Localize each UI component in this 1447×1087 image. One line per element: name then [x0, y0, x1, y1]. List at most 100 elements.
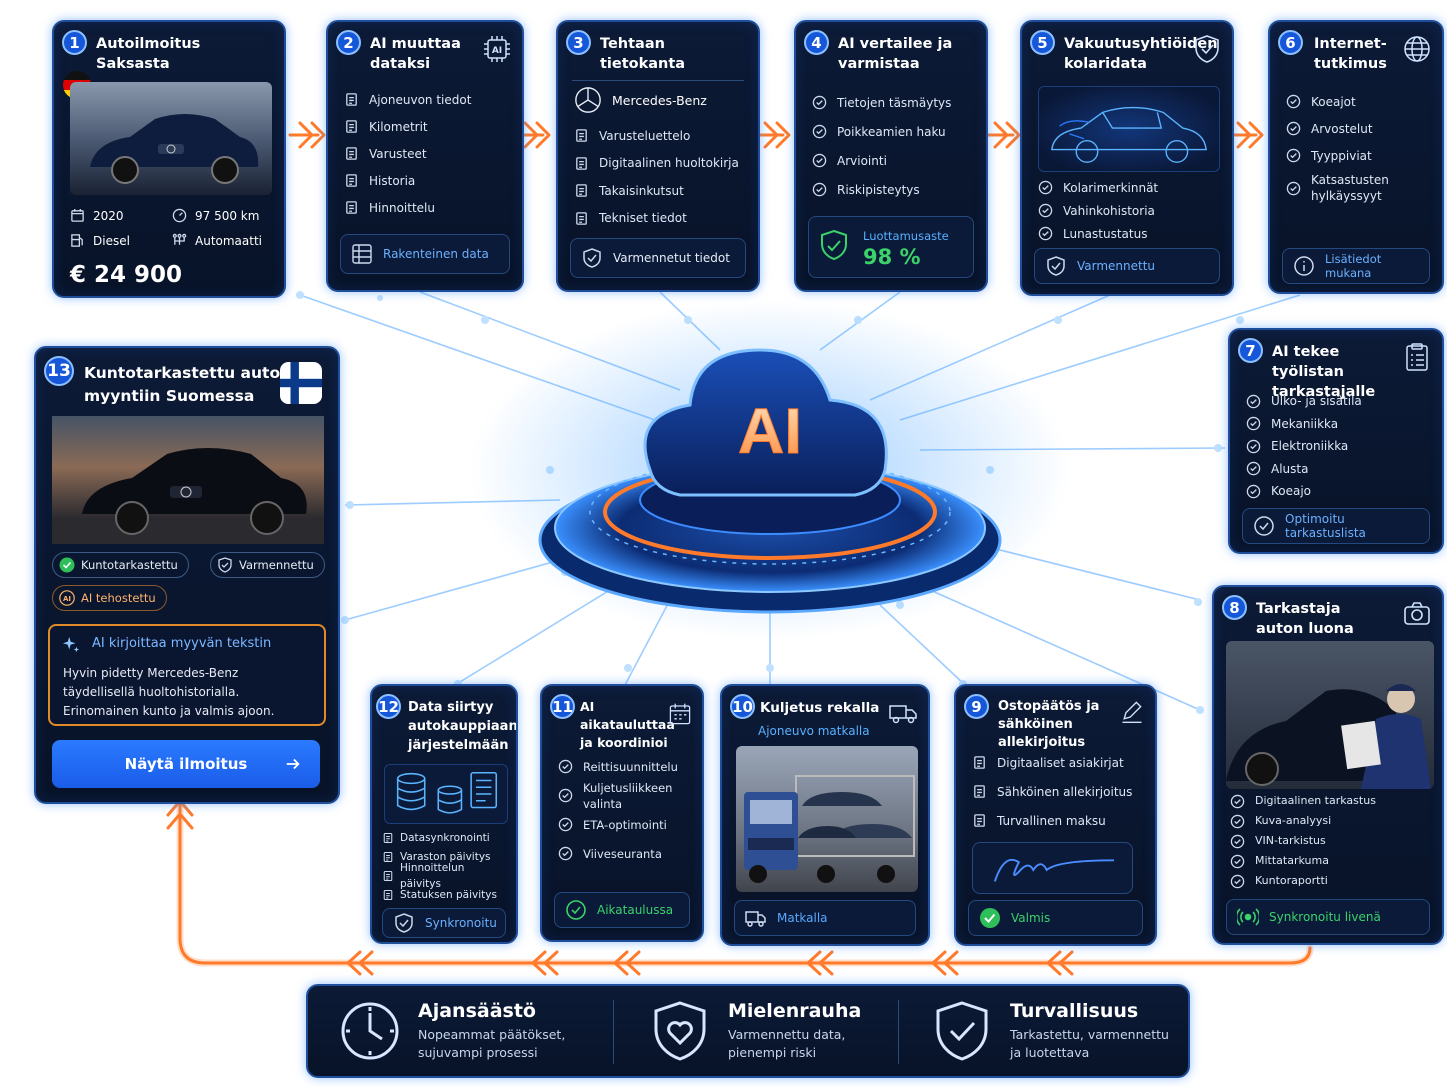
list-item-label: Digitaalinen tarkastus: [1255, 794, 1376, 807]
badge-condition-checked: Kuntotarkastettu: [52, 552, 189, 578]
list-item-label: Varusteluettelo: [599, 128, 691, 143]
list-item-label: Arvostelut: [1311, 121, 1373, 136]
step-number: 4: [804, 30, 829, 55]
sparkle-icon: [62, 636, 80, 653]
card-footer: Rakenteinen data: [340, 234, 510, 274]
step-number: 5: [1030, 30, 1055, 55]
show-listing-button[interactable]: Näytä ilmoitus: [52, 740, 320, 788]
list-item-label: Poikkeamien haku: [837, 124, 946, 139]
confidence-value: 98 %: [863, 245, 921, 269]
list-item: Hinnoittelun päivitys: [382, 862, 506, 890]
document-icon: [346, 120, 357, 133]
check-circle-icon: [566, 900, 586, 920]
arrow-right-icon: [286, 758, 300, 770]
benefit-desc: Varmennettu data, pienempi riski: [728, 1027, 846, 1060]
footer-label: Optimoitu tarkastuslista: [1285, 512, 1366, 540]
card-truck-transport: 10 Kuljetus rekalla Ajoneuvo matkalla Ma…: [720, 684, 930, 946]
ai-text-box: AI kirjoittaa myyvän tekstin Hyvin pidet…: [48, 624, 326, 726]
list-item: Ulko- ja sisätila: [1246, 390, 1432, 413]
card-footer: Varmennetut tiedot: [570, 238, 746, 278]
document-icon: [576, 156, 587, 170]
shield-check-icon: [1047, 256, 1065, 276]
list-item-label: Kuljetusliikkeen valinta: [583, 780, 673, 811]
list-item: Arviointi: [812, 146, 976, 175]
card-footer: Matkalla: [734, 900, 916, 936]
list-item-label: Koeajo: [1271, 484, 1312, 499]
brand-name: Mercedes-Benz: [612, 92, 707, 108]
table-grid-icon: [352, 244, 372, 264]
car-price: € 24 900: [70, 262, 183, 288]
benefit-desc: Tarkastettu, varmennettu ja luotettava: [1010, 1027, 1169, 1060]
card-title: Kuntotarkastettu auto myyntiin Suomessa: [84, 364, 281, 405]
list-item-label: Digitaalinen huoltokirja: [599, 156, 739, 171]
document-icon: [383, 870, 393, 881]
list-item: Ajoneuvon tiedot: [344, 86, 512, 113]
shield-check-icon: [1195, 35, 1219, 63]
list-item: Mekaniikka: [1246, 413, 1432, 436]
card-title: Kuljetus rekalla: [760, 700, 880, 716]
check-shield-icon: [936, 1001, 988, 1061]
list-item-label: Mekaniikka: [1271, 416, 1339, 431]
list-item: Koeajot: [1286, 88, 1432, 115]
inspector-photo: [1226, 641, 1434, 789]
finland-flag-icon: [280, 362, 322, 404]
check-circle-icon: [1230, 794, 1245, 808]
list-item: Tyyppiviat: [1286, 142, 1432, 169]
check-circle-icon: [1246, 439, 1261, 453]
check-circle-icon: [812, 182, 827, 197]
list-item-label: Varusteet: [369, 146, 427, 161]
list-item: Arvostelut: [1286, 115, 1432, 142]
card-insurance-crash-data: 5 Vakuutusyhtiöiden kolaridata Kolarimer…: [1020, 20, 1234, 296]
step-number: 3: [566, 30, 591, 55]
card-footer: Lisätiedot mukana: [1282, 248, 1430, 284]
check-circle-icon: [1230, 834, 1245, 848]
card-footer: Aikataulussa: [554, 892, 690, 928]
ai-text-title: AI kirjoittaa myyvän tekstin: [92, 636, 272, 651]
list-item: Takaisinkutsut: [574, 177, 748, 205]
footer-label: Matkalla: [777, 911, 828, 925]
card-footer: Synkronoitu livenä: [1226, 899, 1430, 935]
list-item-label: Sähköinen allekirjoitus: [997, 784, 1133, 799]
truck-icon: [745, 911, 766, 927]
list-item: Tietojen täsmäytys: [812, 88, 976, 117]
card-inspector-at-car: 8 Tarkastaja auton luona Digitaalinen ta…: [1212, 585, 1444, 945]
list-item: Kolarimerkinnät: [1038, 176, 1222, 199]
list-item: Historia: [344, 167, 512, 194]
document-icon: [974, 785, 985, 798]
gearbox-icon: [172, 233, 187, 245]
live-signal-icon: [1237, 908, 1259, 926]
card-purchase-esign: 9 Ostopäätös ja sähköinen allekirjoitus …: [954, 684, 1157, 946]
calendar-icon: [71, 208, 84, 222]
footer-label: Varmennetut tiedot: [613, 251, 730, 265]
card-ai-inspection-checklist: 7 AI tekee työlistan tarkastajalle Ulko-…: [1228, 328, 1444, 554]
badge-label: AI tehostettu: [81, 591, 156, 605]
benefit-title: Turvallisuus: [1010, 1000, 1139, 1022]
list-item-label: Elektroniikka: [1271, 439, 1349, 454]
shield-check-icon: [395, 913, 413, 933]
document-icon: [346, 147, 357, 160]
check-circle-icon: [1254, 516, 1274, 536]
list-item: Mittatarkuma: [1230, 851, 1432, 871]
car-year: 2020: [93, 208, 124, 223]
list-item-label: Lunastustatus: [1063, 226, 1148, 241]
list-item: Turvallinen maksu: [972, 806, 1145, 835]
list-item: Alusta: [1246, 458, 1432, 481]
step-number: 1: [62, 30, 87, 55]
check-circle-icon: [1246, 484, 1261, 498]
list-item: Datasynkronointi: [382, 828, 506, 847]
list-item-label: Kuntoraportti: [1255, 874, 1328, 887]
card-title: Data siirtyy autokauppiaan järjestelmään: [408, 700, 518, 753]
check-circle-icon: [1230, 814, 1245, 828]
check-circle-icon: [1286, 181, 1301, 195]
globe-icon: [1404, 36, 1430, 62]
list-item: VIN-tarkistus: [1230, 831, 1432, 851]
check-circle-icon: [1230, 874, 1245, 888]
footer-label: Rakenteinen data: [383, 247, 489, 261]
shield-check-icon: [583, 248, 601, 268]
